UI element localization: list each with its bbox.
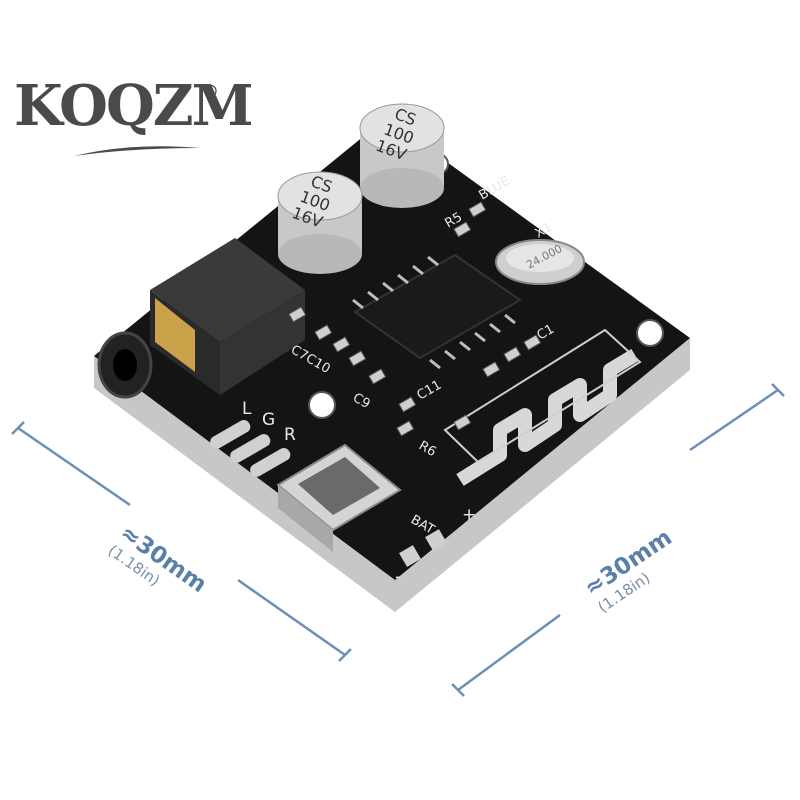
antenna-trace bbox=[456, 348, 639, 486]
label-r: R bbox=[284, 425, 296, 445]
lgr-pads bbox=[210, 420, 291, 477]
label-minus: - bbox=[395, 567, 401, 587]
brand-swoosh-icon bbox=[74, 146, 200, 156]
label-r6: R6 bbox=[416, 438, 438, 460]
dimension-line-left bbox=[11, 421, 352, 662]
capacitor: CS 100 16V bbox=[277, 171, 363, 274]
crystal-top bbox=[506, 244, 574, 272]
smd-components bbox=[288, 201, 542, 437]
label-plus: + bbox=[462, 505, 476, 525]
bat-pad-minus bbox=[399, 545, 421, 567]
brand-logo: KOQZM bbox=[14, 73, 254, 139]
label-r5: R5 bbox=[443, 210, 465, 232]
capacitor: CS 100 16V bbox=[359, 103, 445, 208]
dimension-line-right bbox=[451, 383, 785, 697]
label-x1: X1 bbox=[533, 220, 555, 242]
mounting-hole bbox=[308, 391, 336, 419]
audio-jack bbox=[97, 238, 305, 399]
label-g: G bbox=[262, 410, 275, 430]
pcb-board bbox=[94, 118, 690, 580]
board-edge bbox=[94, 338, 690, 612]
micro-usb-port bbox=[276, 443, 402, 552]
bat-pad-plus bbox=[425, 529, 447, 551]
mounting-hole bbox=[636, 319, 664, 347]
label-l: L bbox=[242, 399, 252, 419]
registered-mark: ® bbox=[202, 82, 219, 102]
antenna-outline bbox=[443, 328, 642, 464]
